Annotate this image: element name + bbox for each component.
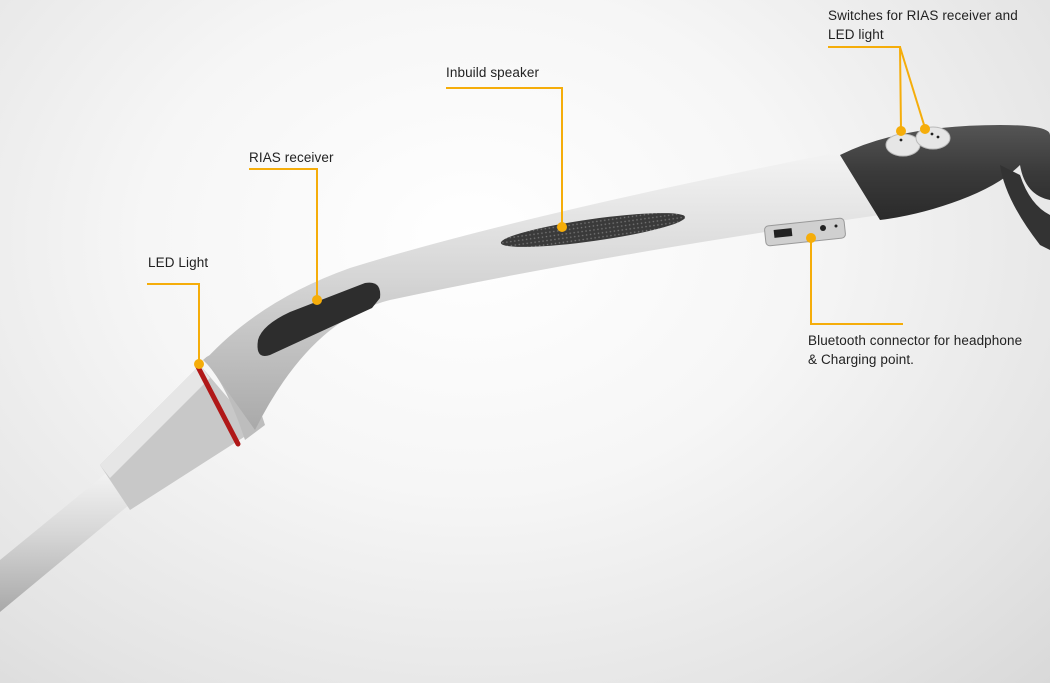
- rias-receiver-pad: [257, 282, 381, 356]
- connector-panel: [764, 217, 846, 247]
- callout-bluetooth: [810, 238, 903, 325]
- callout-dot-switch-1: [896, 126, 906, 136]
- speaker-grille: [500, 213, 686, 247]
- callout-speaker: [446, 87, 563, 226]
- callout-dot-led: [194, 359, 204, 369]
- callout-rias: [249, 168, 318, 300]
- pole: [0, 470, 135, 612]
- label-rias-receiver: RIAS receiver: [249, 150, 334, 165]
- label-switches-line1: Switches for RIAS receiver and: [828, 8, 1018, 23]
- callout-dot-rias: [312, 295, 322, 305]
- label-led-light: LED Light: [148, 255, 209, 270]
- callout-switches: [828, 46, 926, 131]
- main-body: [205, 150, 880, 430]
- callout-dot-speaker: [557, 222, 567, 232]
- callout-dot-switch-2: [920, 124, 930, 134]
- label-switches-line2: LED light: [828, 27, 884, 42]
- label-switches: Switches for RIAS receiver and LED light: [828, 6, 1018, 44]
- label-bluetooth-line1: Bluetooth connector for headphone: [808, 333, 1023, 348]
- callout-led: [147, 283, 200, 364]
- label-bluetooth: Bluetooth connector for headphone & Char…: [808, 331, 1022, 369]
- label-speaker: Inbuild speaker: [446, 65, 540, 80]
- callout-dot-bluetooth: [806, 233, 816, 243]
- label-bluetooth-line2: & Charging point.: [808, 352, 915, 367]
